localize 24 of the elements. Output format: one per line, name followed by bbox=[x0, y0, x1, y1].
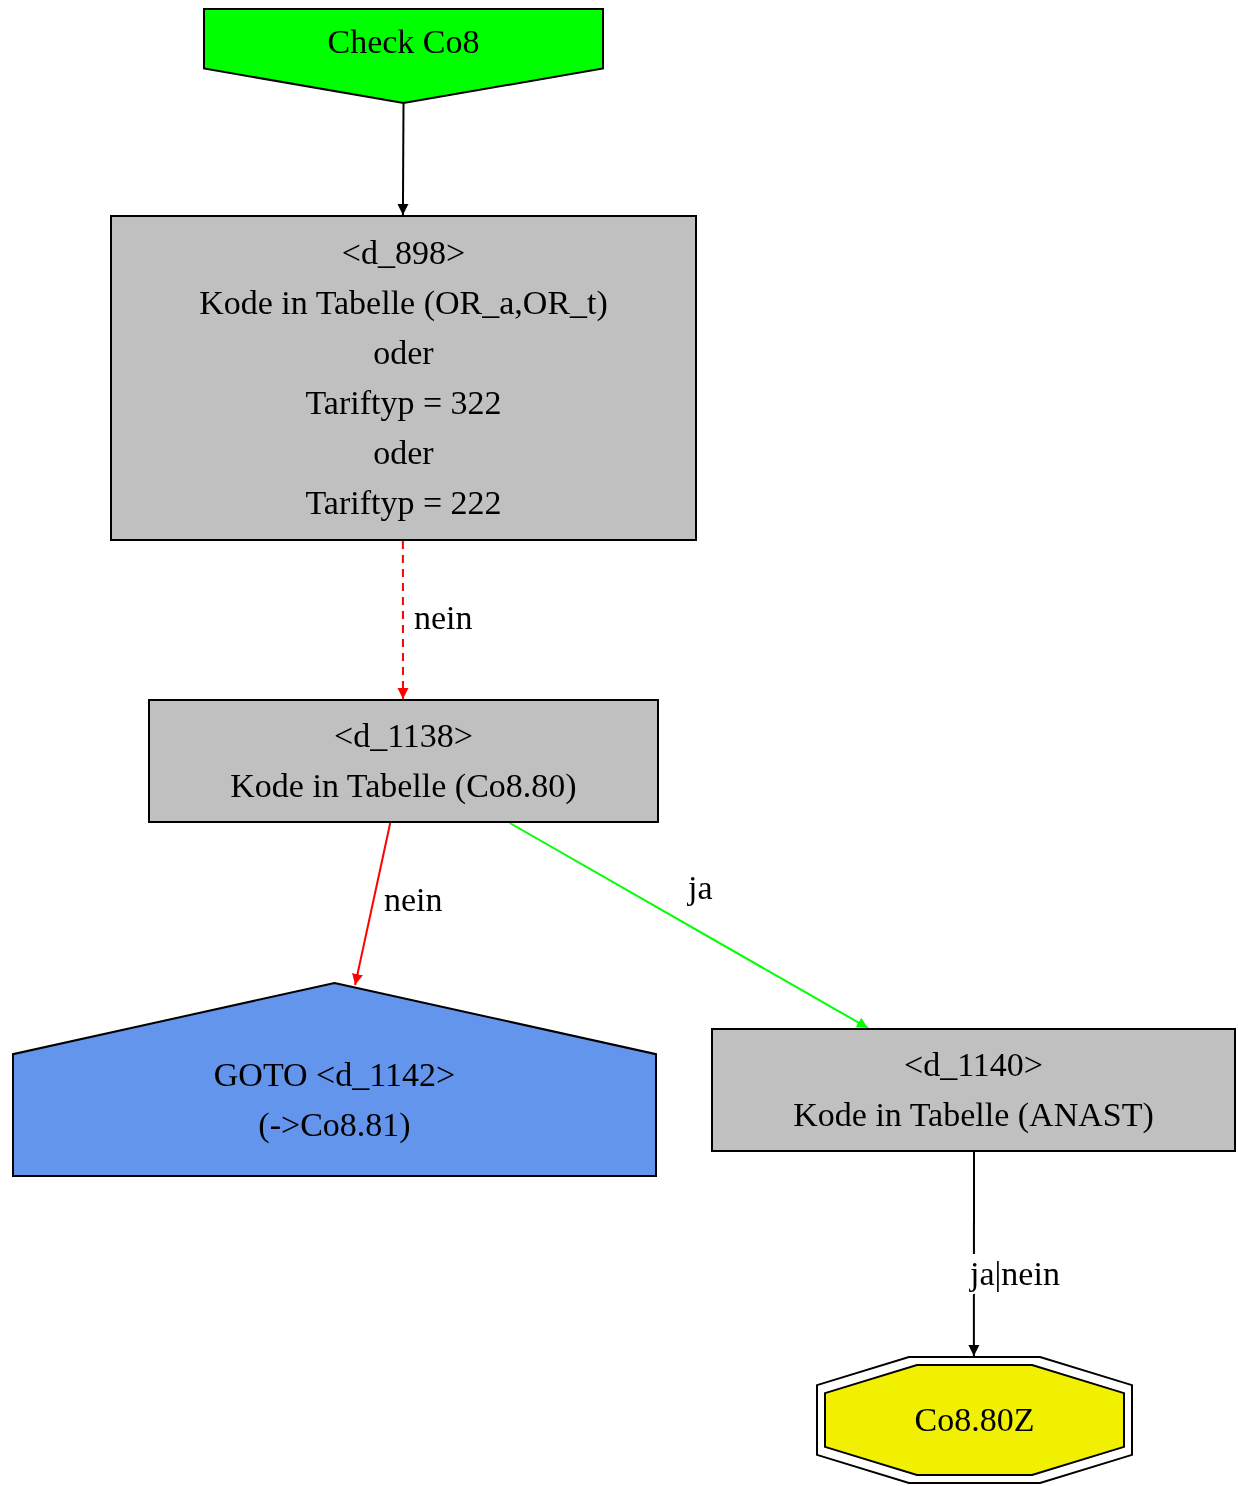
node-text: Kode in Tabelle (ANAST) bbox=[793, 1095, 1154, 1135]
arrow bbox=[508, 822, 869, 1029]
arrow bbox=[397, 103, 409, 216]
goto-shape bbox=[12, 982, 657, 1177]
node-text: GOTO <d_1142> bbox=[213, 1054, 456, 1095]
node-text: Check Co8 bbox=[327, 22, 480, 62]
node-text: <d_898> bbox=[341, 233, 466, 273]
node-text: Tariftyp = 222 bbox=[305, 483, 502, 523]
node-text: oder bbox=[373, 333, 434, 373]
end-octagon bbox=[816, 1356, 1133, 1484]
node-text: oder bbox=[373, 433, 434, 473]
arrow bbox=[397, 540, 409, 700]
node-text: (->Co8.81) bbox=[258, 1104, 411, 1145]
decision-box bbox=[711, 1028, 1236, 1152]
node-text: Kode in Tabelle (Co8.80) bbox=[230, 766, 577, 806]
arrow bbox=[352, 822, 392, 986]
decision-box bbox=[110, 215, 697, 541]
decision-box bbox=[148, 699, 659, 823]
node-text: <d_1138> bbox=[333, 716, 474, 756]
node-text: Co8.80Z bbox=[914, 1400, 1035, 1440]
start-shape bbox=[203, 8, 604, 104]
node-text: <d_1140> bbox=[903, 1045, 1044, 1085]
node-text: Tariftyp = 322 bbox=[305, 383, 502, 423]
node-text: Kode in Tabelle (OR_a,OR_t) bbox=[199, 283, 608, 323]
